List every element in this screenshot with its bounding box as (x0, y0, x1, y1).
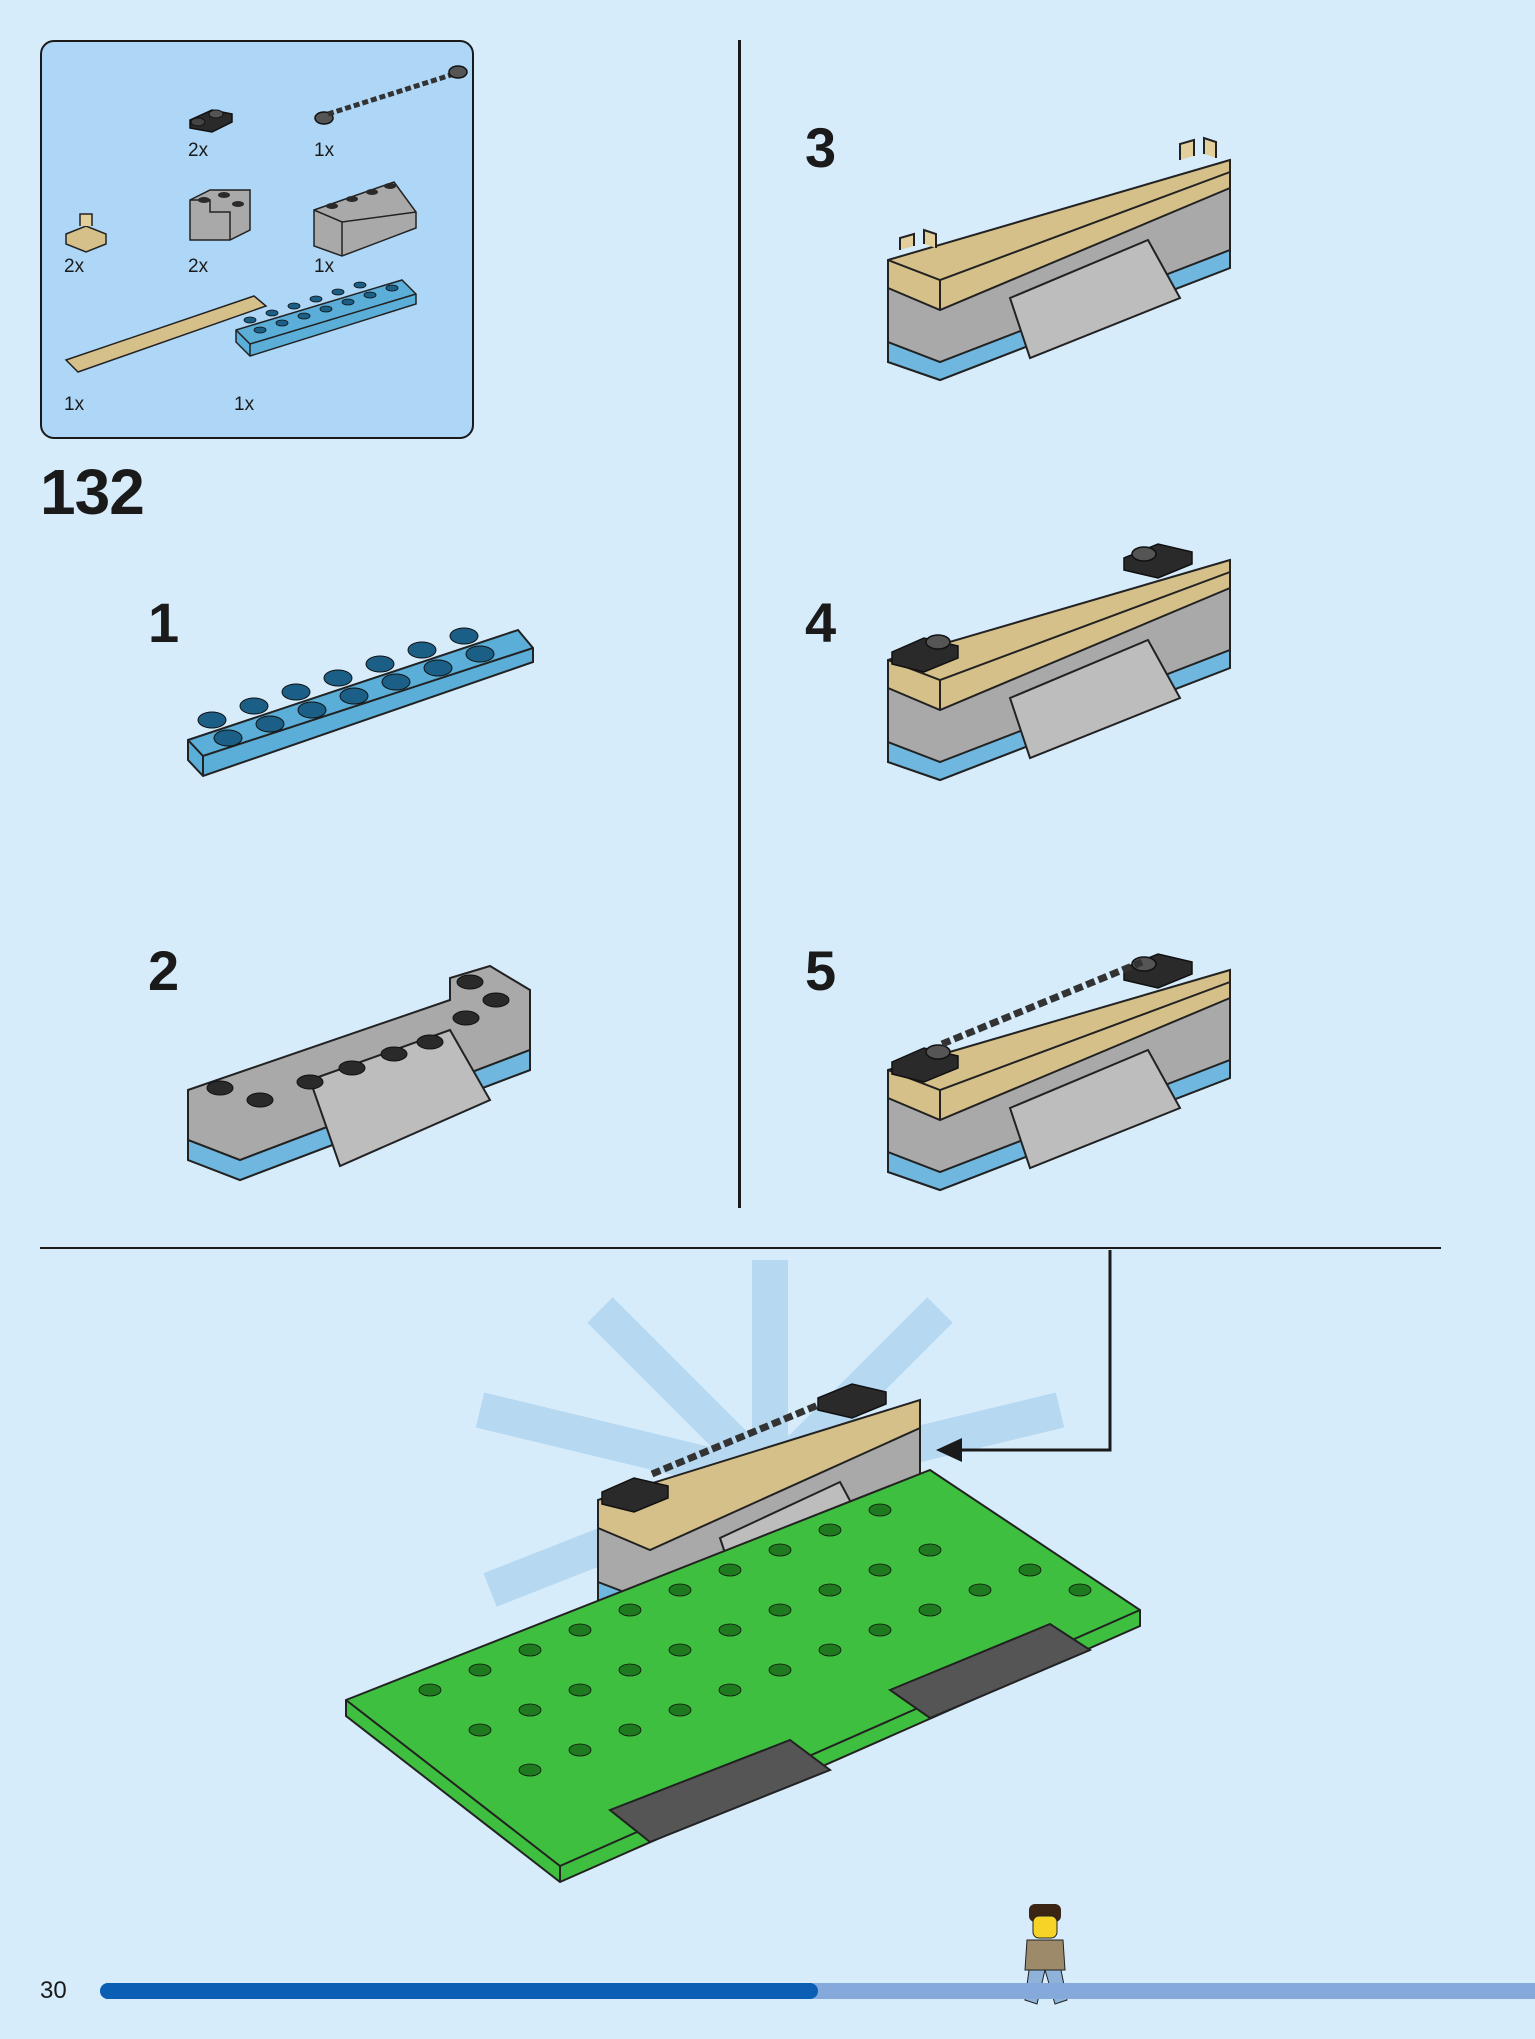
part-qty: 2x (188, 256, 209, 277)
part-qty: 1x (314, 256, 335, 277)
substep-label: 4 (805, 591, 837, 654)
parts-list-box: 2x 1x 2x 2x 1x 1x 1x (40, 40, 474, 439)
vertical-divider (738, 40, 741, 1208)
black-clip-plate-icon (189, 109, 233, 133)
part-qty: 2x (188, 140, 209, 161)
part-qty: 2x (64, 256, 85, 277)
progress-bar-fill (100, 1983, 818, 1999)
arrowhead-icon (936, 1438, 962, 1462)
substep-3-illustration (887, 136, 1231, 382)
main-assembly-illustration (345, 1250, 1141, 1884)
substep-2-illustration (187, 964, 531, 1182)
step-number: 132 (40, 456, 145, 528)
attachment-arrow (948, 1250, 1112, 1452)
baseplate-studs (418, 1503, 1092, 1777)
tan-tile-icon (64, 295, 268, 373)
gray-slope-brick-icon (313, 181, 417, 257)
substep-4-illustration (887, 543, 1231, 782)
substep-label: 3 (805, 116, 837, 179)
part-qty: 1x (234, 394, 255, 415)
chain-icon (314, 65, 468, 125)
part-qty: 1x (64, 394, 85, 415)
page-number: 30 (40, 1977, 67, 2004)
substep-5-illustration (887, 953, 1231, 1192)
substep-label: 5 (805, 939, 837, 1002)
parts-illustrations (64, 65, 468, 373)
horizontal-divider (40, 1247, 1441, 1249)
tan-clip-icon (65, 213, 107, 253)
gray-corner-brick-icon (189, 189, 251, 241)
substep-1-illustration (187, 627, 534, 778)
substep-label: 1 (148, 591, 180, 654)
blue-plate-icon (235, 279, 417, 357)
part-qty: 1x (314, 140, 335, 161)
substep-label: 2 (148, 939, 180, 1002)
